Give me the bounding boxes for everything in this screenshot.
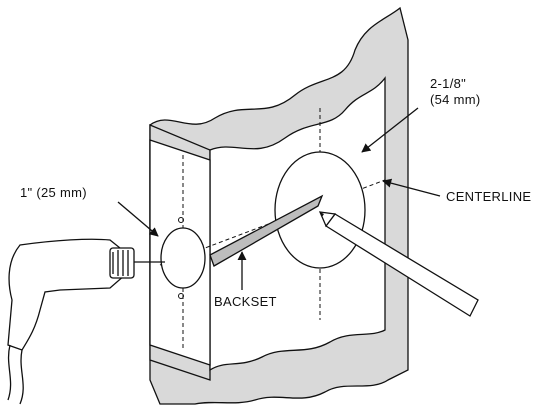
backset-label: BACKSET <box>214 294 277 309</box>
edge-hole-arrow <box>117 201 159 237</box>
backset-bar <box>209 194 324 267</box>
hole-size-label-line1: 2-1/8" <box>430 76 466 91</box>
screw-hole-bottom <box>178 293 184 299</box>
centerline-label: CENTERLINE <box>446 189 531 204</box>
hole-size-arrow <box>361 107 419 153</box>
pencil-icon <box>318 211 479 317</box>
face-hole <box>274 151 366 269</box>
edge-hole <box>160 227 206 289</box>
centerline-arrow <box>382 178 441 197</box>
drill-icon <box>7 238 165 405</box>
edge-hole-label: 1" (25 mm) <box>20 185 87 200</box>
screw-hole-top <box>178 217 184 223</box>
hole-size-label-line2: (54 mm) <box>430 92 481 107</box>
leader-arrows <box>117 107 441 290</box>
